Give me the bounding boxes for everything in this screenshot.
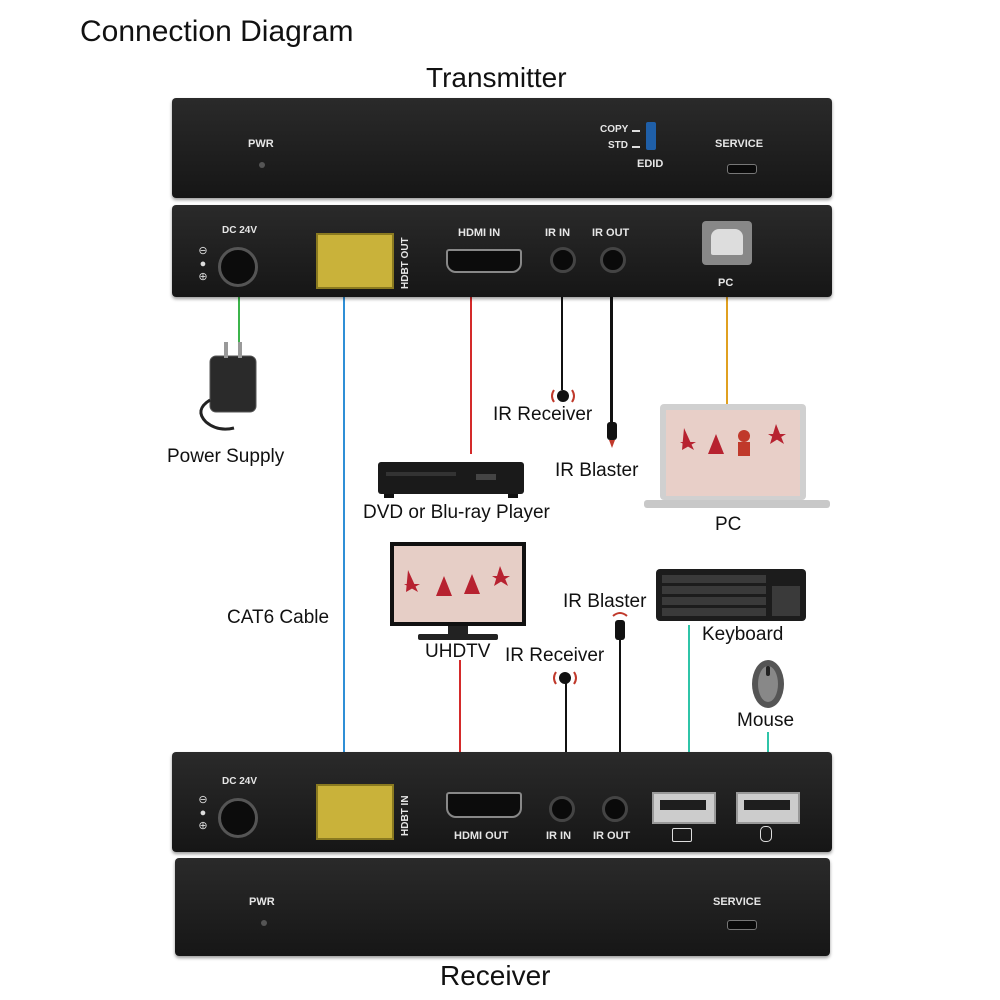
- polarity-icon: ⊖●⊕: [198, 245, 208, 283]
- dc-label: DC 24V: [222, 225, 258, 236]
- std-label: STD: [608, 140, 628, 151]
- service-port[interactable]: [727, 164, 757, 174]
- mouse-port-icon: [760, 826, 772, 842]
- ir-blaster-label-bottom: IR Blaster: [563, 591, 647, 612]
- receiver-front-panel: DC 24V ⊖●⊕ HDBT IN HDMI OUT IR IN IR OUT: [172, 752, 832, 852]
- keyboard-usb-port[interactable]: [652, 792, 716, 824]
- ir-out-wire-bottom: [619, 640, 621, 780]
- ir-receiver-icon-bottom: [553, 671, 577, 685]
- rx-ir-out-jack[interactable]: [602, 796, 628, 822]
- ir-receiver-label-bottom: IR Receiver: [505, 645, 605, 666]
- receiver-title: Receiver: [440, 960, 551, 991]
- hdmi-in-port[interactable]: [446, 249, 522, 273]
- keyboard-icon: [656, 569, 806, 621]
- dc-power-jack[interactable]: [218, 247, 258, 287]
- mouse-usb-port[interactable]: [736, 792, 800, 824]
- service-label: SERVICE: [715, 138, 764, 150]
- power-wire: [238, 288, 240, 342]
- laptop-icon: [644, 404, 830, 508]
- pc-port-label: PC: [718, 277, 734, 289]
- transmitter-top-panel: PWR COPY STD EDID SERVICE: [172, 98, 832, 198]
- pwr-led: [259, 162, 265, 168]
- edid-switch[interactable]: [646, 122, 656, 150]
- hdmi-out-label: HDMI OUT: [454, 830, 509, 842]
- power-adapter-icon: [199, 342, 257, 431]
- ir-out-jack[interactable]: [600, 247, 626, 273]
- diagram-heading: Connection Diagram: [80, 15, 354, 48]
- rx-polarity-icon: ⊖●⊕: [198, 794, 208, 832]
- ir-blaster-icon-bottom: [612, 612, 628, 640]
- cat6-cable-label: CAT6 Cable: [227, 607, 330, 628]
- hdmi-in-wire: [470, 296, 472, 454]
- ir-in-wire-top: [561, 292, 563, 390]
- rx-service-port[interactable]: [727, 920, 757, 930]
- ir-receiver-icon: [551, 389, 575, 403]
- hdbt-out-label: HDBT OUT: [400, 237, 411, 289]
- ir-out-label: IR OUT: [592, 227, 630, 239]
- pc-usb-wire: [726, 296, 728, 404]
- rx-dc-label: DC 24V: [222, 776, 258, 787]
- keyboard-label: Keyboard: [702, 624, 784, 645]
- pc-label: PC: [715, 514, 742, 535]
- rx-pwr-led: [261, 920, 267, 926]
- ir-receiver-label-top: IR Receiver: [493, 404, 593, 425]
- hdbt-out-port[interactable]: [316, 233, 394, 289]
- tv-icon: [390, 542, 526, 640]
- power-supply-label: Power Supply: [167, 446, 285, 467]
- rx-ir-in-jack[interactable]: [549, 796, 575, 822]
- hdbt-in-port[interactable]: [316, 784, 394, 840]
- hdbt-in-label: HDBT IN: [400, 795, 411, 836]
- ir-blaster-label-top: IR Blaster: [555, 460, 639, 481]
- hdmi-out-port[interactable]: [446, 792, 522, 818]
- keyboard-port-icon: [672, 828, 692, 842]
- uhdtv-label: UHDTV: [425, 641, 491, 662]
- ir-blaster-icon: [607, 422, 617, 448]
- rx-pwr-label: PWR: [249, 896, 275, 908]
- hdmi-in-label: HDMI IN: [458, 227, 501, 239]
- dvd-label: DVD or Blu-ray Player: [363, 502, 550, 523]
- mouse-label: Mouse: [737, 710, 795, 731]
- ir-in-jack[interactable]: [550, 247, 576, 273]
- copy-dash: [632, 130, 640, 132]
- pwr-label: PWR: [248, 138, 274, 150]
- receiver-bottom-panel: PWR SERVICE: [175, 858, 830, 956]
- keyboard-usb-wire: [688, 625, 690, 780]
- rx-service-label: SERVICE: [713, 896, 762, 908]
- rx-ir-out-label: IR OUT: [593, 830, 631, 842]
- mouse-icon: [752, 660, 784, 708]
- pc-usb-b-port[interactable]: [702, 221, 752, 265]
- ir-out-wire-top: [610, 292, 613, 424]
- dvd-player-icon: [378, 462, 524, 498]
- transmitter-rear-panel: DC 24V ⊖●⊕ HDBT OUT HDMI IN IR IN IR OUT…: [172, 205, 832, 297]
- rx-ir-in-label: IR IN: [546, 830, 572, 842]
- transmitter-title: Transmitter: [426, 62, 567, 93]
- ir-in-label: IR IN: [545, 227, 571, 239]
- hdmi-out-wire: [459, 660, 461, 780]
- std-dash: [632, 146, 640, 148]
- cat6-cable-wire: [343, 285, 345, 782]
- copy-label: COPY: [600, 124, 629, 135]
- rx-dc-power-jack[interactable]: [218, 798, 258, 838]
- edid-label: EDID: [637, 158, 664, 170]
- ir-in-wire-bottom: [565, 680, 567, 780]
